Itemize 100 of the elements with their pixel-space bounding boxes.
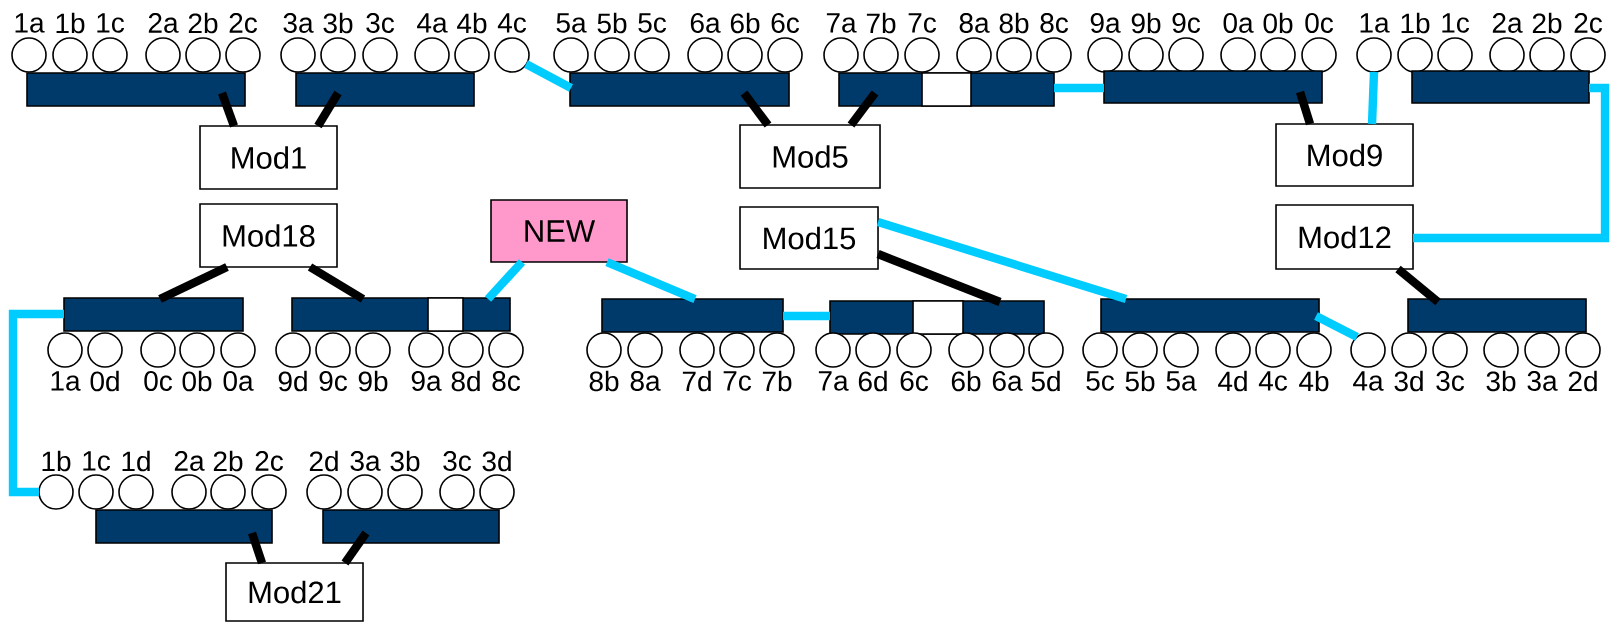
connector-line (1314, 312, 1359, 341)
pin-label: 5b (1125, 370, 1155, 392)
module-box: Mod9 (1275, 123, 1414, 187)
connector-line (847, 90, 879, 128)
connector-strip (63, 297, 244, 332)
connector-line (740, 90, 772, 128)
pin-label: 2d (309, 450, 338, 472)
connector-line (218, 91, 238, 128)
pin-label: 8a (630, 371, 661, 391)
pin-label: 4c (497, 13, 527, 33)
pin-label: 2b (188, 12, 218, 34)
pin-label: 9a (411, 371, 442, 391)
pin-label: 3d (482, 450, 511, 472)
connector-line (8, 309, 64, 497)
pin-label: 2b (213, 450, 243, 472)
pin-label: 8d (451, 370, 480, 392)
pin-label: 7b (866, 12, 896, 34)
pin-label: 1c (1442, 13, 1470, 33)
pin-label: 5d (1031, 370, 1060, 392)
pin-label: 1b (42, 450, 71, 472)
pin-label: 6b (951, 370, 981, 392)
pin-label: 3c (1436, 371, 1465, 391)
pin-label: 5c (1086, 371, 1115, 391)
pin-label: 9a (1090, 13, 1121, 33)
pin-label: 3d (1394, 370, 1423, 392)
pin-label: 4c (1258, 371, 1288, 391)
connector-line (1367, 71, 1379, 125)
pin-label: 8c (1040, 13, 1069, 33)
pin-label: 0b (182, 370, 212, 392)
connector-strip (295, 72, 475, 107)
pin-label: 9b (1131, 12, 1161, 34)
pin-label: 1c (83, 451, 111, 471)
pin-label: 4b (1299, 370, 1329, 392)
module-box: Mod21 (225, 562, 364, 622)
pin-label: 7d (682, 370, 711, 392)
pin-label: 6b (730, 12, 760, 34)
pin-label: 6d (858, 370, 887, 392)
connector-line (1054, 83, 1104, 93)
connector-line (341, 530, 370, 566)
module-box: Mod18 (199, 203, 338, 268)
connector-strip (291, 297, 511, 332)
pin-label: 3a (1527, 371, 1558, 391)
connector-strip (829, 300, 1045, 335)
pin-label: 4b (457, 12, 487, 34)
connector-strip (838, 72, 1055, 107)
pin-label: 7a (818, 371, 849, 391)
pin-label: 3b (323, 12, 353, 34)
connector-line (1296, 90, 1315, 126)
pin-label: 1b (1401, 12, 1430, 34)
pin-label: 3c (366, 13, 395, 33)
pin-label: 1d (122, 450, 150, 472)
module-box: Mod12 (1275, 204, 1414, 270)
pin-label: 7a (826, 13, 857, 33)
pin-label: 1a (15, 13, 45, 33)
connector-strip (1411, 70, 1590, 104)
pin-label: 3b (390, 450, 420, 472)
pin-label: 3a (350, 451, 381, 471)
pin-label: 2c (1574, 13, 1603, 33)
pin-label: 4a (1353, 371, 1384, 391)
pin-label: 1c (97, 13, 125, 33)
pin-label: 8b (589, 370, 619, 392)
pin-label: 0b (1263, 12, 1293, 34)
pin-label: 6c (900, 371, 929, 391)
pin-label: 2a (148, 13, 179, 33)
connector-line (484, 259, 526, 302)
pin-label: 6a (690, 13, 721, 33)
pin-label: 1b (56, 12, 85, 34)
connector-line (524, 60, 573, 92)
pin-label: 7c (723, 371, 752, 391)
connector-strip (569, 72, 790, 107)
pin-label: 2c (229, 13, 258, 33)
connector-line (1413, 83, 1610, 243)
pin-label: 0c (144, 371, 173, 391)
pin-label: 4d (1218, 370, 1247, 392)
pin-label: 3a (283, 13, 314, 33)
connector-line (783, 311, 830, 321)
module-box: Mod5 (739, 124, 881, 189)
pin-label: 1a (51, 371, 81, 391)
new-module-box: NEW (490, 199, 628, 263)
connector-strip (1103, 70, 1323, 104)
connector-line (314, 90, 342, 129)
connector-strip (601, 298, 784, 333)
pin-label: 3b (1486, 370, 1516, 392)
connector-line (605, 258, 697, 303)
pin-label: 8b (999, 12, 1029, 34)
pin-label: 0a (223, 371, 254, 391)
pin-label: 9c (319, 371, 348, 391)
pin-label: 0d (90, 370, 119, 392)
pin-label: 9b (358, 370, 388, 392)
module-box: Mod1 (199, 125, 338, 190)
pin-label: 5a (556, 13, 587, 33)
pin-label: 1a (1360, 13, 1390, 33)
module-box: Mod15 (739, 206, 879, 270)
pin-label: 2d (1568, 370, 1597, 392)
connector-strip (1100, 298, 1320, 333)
connector-strip (95, 509, 273, 544)
pin-label: 5c (638, 13, 667, 33)
pin-label: 5a (1166, 371, 1197, 391)
pin-label: 2a (1492, 13, 1523, 33)
connector-line (876, 250, 1002, 306)
